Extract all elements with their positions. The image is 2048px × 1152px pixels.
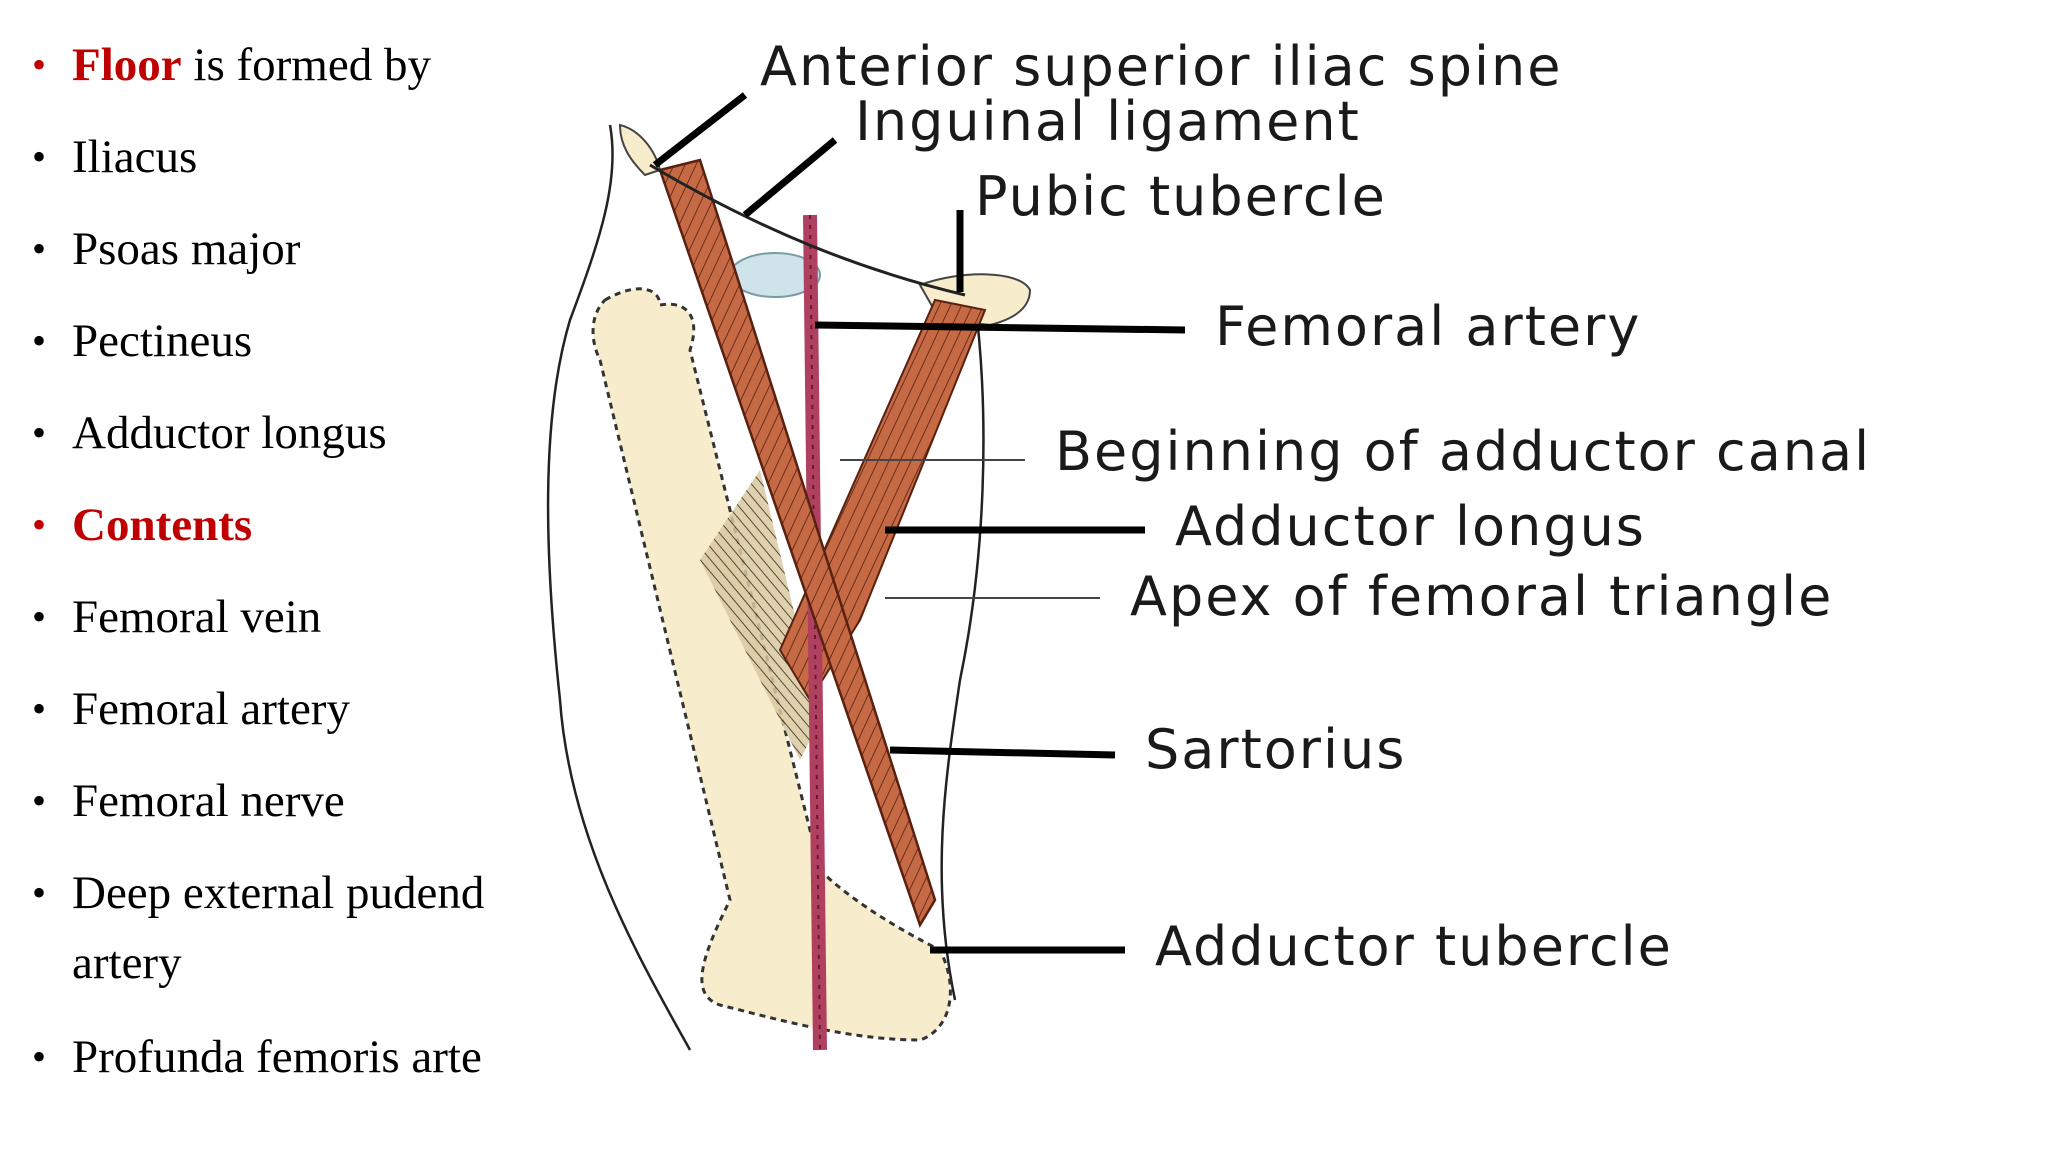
label-asis: Anterior superior iliac spine [760, 35, 1563, 98]
pointer-inguinal [742, 137, 838, 218]
bullet-text: Profunda femoris arte [72, 1031, 482, 1083]
bullet-dot: • [32, 686, 47, 731]
bullet-dot: • [32, 226, 47, 271]
sartorius-muscle [658, 158, 937, 928]
floor-heading: Floor [72, 39, 182, 91]
bullet-text: Femoral nerve [72, 775, 345, 827]
hatched-muscle [700, 470, 820, 760]
femoral-artery-vessel [803, 214, 827, 1051]
contents-heading: Contents [72, 499, 253, 551]
pointer-femoral-artery [814, 321, 1186, 334]
bullet-text: Femoral vein [72, 591, 322, 643]
label-femoral-artery: Femoral artery [1215, 295, 1642, 358]
pointer-sartorius [889, 746, 1116, 759]
bullet-text: Pectineus [72, 315, 253, 367]
bullet-list: • Floor is formed by • Iliacus • Psoas m… [0, 0, 540, 1152]
bullet-dot: • [32, 42, 47, 87]
bullet-dot: • [32, 778, 47, 823]
bullet-dot: • [32, 134, 47, 179]
bullet-dot: • [32, 1034, 47, 1079]
bullet-dot: • [32, 502, 47, 547]
label-sartorius: Sartorius [1145, 718, 1407, 781]
label-apex: Apex of femoral triangle [1130, 565, 1834, 628]
thigh-outline [546, 124, 692, 1051]
bullet-dot: • [32, 410, 47, 455]
pointer-asis [652, 92, 748, 168]
bullet-text: Femoral artery [72, 683, 350, 735]
bullet-text: Psoas major [72, 223, 301, 275]
label-adductor-canal: Beginning of adductor canal [1055, 420, 1872, 483]
floor-rest: is formed by [181, 39, 431, 91]
label-adductor-longus: Adductor longus [1175, 495, 1646, 558]
bullet-text: Adductor longus [72, 407, 387, 459]
inguinal-ligament [649, 163, 966, 297]
thigh-outline-inner [940, 299, 985, 1001]
femur-bone [591, 287, 952, 1042]
bullet-dot: • [32, 594, 47, 639]
bullet-dot: • [32, 870, 47, 915]
label-adductor-tubercle: Adductor tubercle [1155, 915, 1673, 978]
label-pubic-tubercle: Pubic tubercle [975, 165, 1387, 228]
bullet-text: Deep external pudend artery [72, 867, 485, 989]
label-inguinal-ligament: Inguinal ligament [855, 90, 1361, 153]
bullet-dot: • [32, 318, 47, 363]
bullet-text: Iliacus [72, 131, 198, 183]
